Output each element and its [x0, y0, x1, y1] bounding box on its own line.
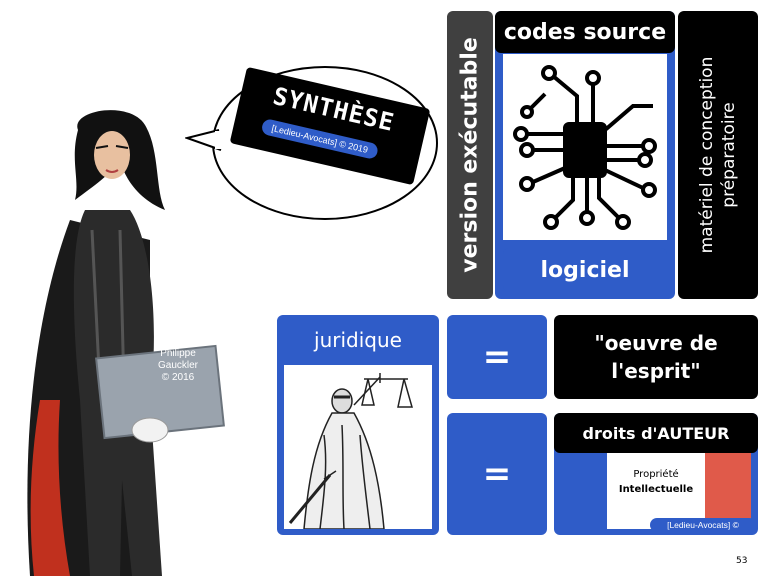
equals-panel-1: = — [447, 315, 547, 399]
oeuvre-esprit-panel: "oeuvre de l'esprit" — [554, 315, 758, 399]
materiel-line1: matériel de conception — [697, 56, 717, 254]
lady-justice-icon — [288, 373, 413, 530]
propriete-line2: Intellectuelle — [618, 484, 694, 495]
oeuvre-line1: "oeuvre de — [594, 331, 718, 355]
materiel-line2: préparatoire — [719, 102, 739, 208]
droits-auteur-header: droits d'AUTEUR — [554, 413, 758, 453]
chip-circuit-icon — [513, 65, 657, 230]
french-flag: Propriété Intellectuelle — [561, 453, 751, 529]
book-credit-line2: Gauckler — [157, 360, 198, 371]
version-executable-label: version exécutable — [457, 37, 483, 273]
heroine-illustration — [27, 110, 225, 576]
flag-blue-band — [561, 453, 607, 529]
logiciel-label: logiciel — [503, 248, 667, 292]
equals-panel-2: = — [447, 413, 547, 535]
book-credit-line1: Philippe — [160, 348, 196, 359]
materiel-conception-panel: matériel de conception préparatoire — [678, 11, 758, 299]
justice-illustration — [284, 365, 432, 530]
page-number: 53 — [736, 556, 748, 566]
codes-source-header: codes source — [495, 11, 675, 53]
materiel-conception-label: matériel de conception préparatoire — [696, 57, 740, 254]
equals-sign-1: = — [482, 337, 512, 377]
oeuvre-line2: l'esprit" — [611, 359, 701, 383]
book-credit: Philippe Gauckler © 2016 — [146, 348, 210, 384]
ledieu-badge: [Ledieu-Avocats] © — [650, 518, 756, 532]
circuit-area — [503, 54, 667, 240]
propriete-intellectuelle: Propriété Intellectuelle — [607, 467, 705, 497]
flag-red-band — [705, 453, 751, 529]
version-executable-panel: version exécutable — [447, 11, 493, 299]
equals-sign-2: = — [482, 454, 512, 494]
juridique-label: juridique — [314, 328, 402, 352]
book-credit-line3: © 2016 — [161, 372, 195, 383]
propriete-line1: Propriété — [633, 469, 679, 480]
